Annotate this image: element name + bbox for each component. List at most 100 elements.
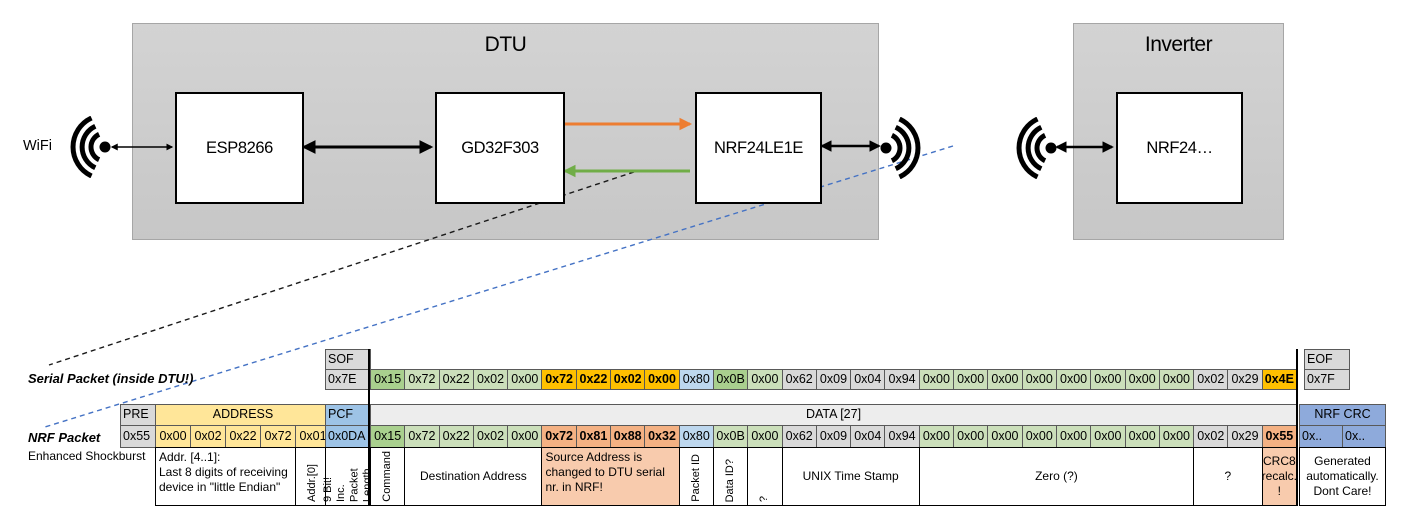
nrf-byte-cell: 0x02 <box>1193 425 1229 448</box>
nrf-byte-cell: 0x00 <box>1090 425 1126 448</box>
annotation-rotated-text: 9 Bit! Inc. Packet Length <box>321 468 374 502</box>
serial-packet-label: Serial Packet (inside DTU!) <box>28 371 194 386</box>
nrf-byte-cell: 0x0B <box>712 425 749 448</box>
wifi-label: WiFi <box>23 138 52 154</box>
serial-byte-cell: 0x94 <box>884 369 920 390</box>
nrf-byte-cell: 0x55 <box>1261 425 1297 448</box>
annotation-rotated-text: Data ID? <box>724 458 736 502</box>
pre-header: PRE <box>120 404 156 426</box>
serial-byte-cell: 0x04 <box>850 369 886 390</box>
serial-byte-cell: 0x80 <box>678 369 714 390</box>
chip-esp8266-label: ESP8266 <box>206 138 273 157</box>
data-span-connector-right <box>1295 349 1298 506</box>
annotation-rotated-text: Packet ID <box>689 454 702 502</box>
wifi-icon-inverter <box>1016 117 1057 179</box>
serial-byte-cell: 0x22 <box>575 369 612 390</box>
nrf-byte-cell: 0x22 <box>438 425 474 448</box>
nrf-byte-cell: 0x72 <box>404 425 440 448</box>
chip-esp8266: ESP8266 <box>175 92 304 204</box>
address-byte-cell: 0x01 <box>295 425 331 448</box>
nrf-byte-cell: 0x94 <box>884 425 920 448</box>
nrf-byte-cell: 0x00 <box>1055 425 1092 448</box>
nrf-byte-cell: 0x00 <box>1021 425 1057 448</box>
serial-byte-cell: 0x02 <box>610 369 646 390</box>
blue-dashed-nrf-map-line <box>44 145 954 428</box>
annotation-cell: Data ID? <box>712 447 749 506</box>
nrf-byte-cell: 0x09 <box>815 425 852 448</box>
serial-byte-cell: 0x00 <box>1021 369 1057 390</box>
black-dashed-serial-map-line <box>48 171 635 366</box>
annotation-cell: Addr. [4..1]: Last 8 digits of receiving… <box>155 447 296 506</box>
serial-byte-cell: 0x22 <box>438 369 474 390</box>
serial-byte-cell: 0x00 <box>747 369 783 390</box>
data-header: DATA [27] <box>370 404 1297 426</box>
annotation-cell: Destination Address <box>404 447 543 506</box>
serial-byte-cell: 0x00 <box>1124 369 1160 390</box>
dtu-title: DTU <box>484 33 527 56</box>
enhanced-shockburst-label: Enhanced Shockburst <box>28 449 146 463</box>
chip-gd32f303: GD32F303 <box>435 92 565 204</box>
serial-byte-cell: 0x00 <box>987 369 1023 390</box>
chip-inverter-nrf24-label: NRF24… <box>1146 138 1213 157</box>
chip-nrf24le1e: NRF24LE1E <box>695 92 822 204</box>
serial-byte-cell: 0x62 <box>781 369 817 390</box>
serial-byte-cell: 0x0B <box>712 369 749 390</box>
nrf-byte-cell: 0x00 <box>1158 425 1195 448</box>
nrf-byte-cell: 0x29 <box>1227 425 1263 448</box>
annotation-cell: Zero (?) <box>918 447 1195 506</box>
annotation-cell: Source Address is changed to DTU serial … <box>541 447 680 506</box>
nrf-byte-cell: 0x00 <box>953 425 989 448</box>
nrf-crc-byte-cell: 0x.. <box>1342 425 1386 448</box>
serial-byte-cell: 0x02 <box>1193 369 1229 390</box>
eof-byte: 0x7F <box>1304 369 1350 390</box>
nrf-packet-label: NRF Packet <box>28 430 101 445</box>
annotation-cell: ? <box>747 447 783 506</box>
annotation-cell: Generated automatically. Dont Care! <box>1299 447 1386 506</box>
serial-byte-cell: 0x00 <box>644 369 680 390</box>
chip-gd32f303-label: GD32F303 <box>461 138 539 157</box>
wifi-icon-nrf24le1e <box>880 117 921 179</box>
nrf-byte-cell: 0x62 <box>781 425 817 448</box>
nrf-byte-cell: 0x00 <box>747 425 783 448</box>
serial-byte-cell: 0x00 <box>953 369 989 390</box>
wifi-icon-esp8266 <box>70 116 111 178</box>
serial-byte-cell: 0x09 <box>815 369 852 390</box>
nrf-byte-cell: 0x88 <box>610 425 646 448</box>
annotation-rotated-text: Command <box>381 451 394 502</box>
pre-byte: 0x55 <box>120 425 156 448</box>
serial-byte-cell: 0x00 <box>1055 369 1092 390</box>
nrf-byte-cell: 0x15 <box>370 425 406 448</box>
eof-header: EOF <box>1304 349 1350 370</box>
nrf-byte-cell: 0x00 <box>918 425 955 448</box>
nrf-byte-cell: 0x32 <box>644 425 680 448</box>
inverter-title: Inverter <box>1144 33 1213 56</box>
nrf-crc-byte-cell: 0x.. <box>1299 425 1343 448</box>
annotation-cell: UNIX Time Stamp <box>781 447 920 506</box>
annotation-cell: ? <box>1193 447 1263 506</box>
annotation-cell: Command <box>370 447 406 506</box>
serial-byte-cell: 0x02 <box>472 369 509 390</box>
serial-byte-cell: 0x00 <box>507 369 543 390</box>
annotation-cell: CRC8 recalc. ! <box>1262 447 1297 506</box>
address-byte-cell: 0x72 <box>260 425 296 448</box>
nrf-byte-cell: 0x04 <box>850 425 886 448</box>
serial-byte-cell: 0x4E <box>1261 369 1297 390</box>
address-header: ADDRESS <box>155 404 331 426</box>
nrf-byte-cell: 0x00 <box>987 425 1023 448</box>
chip-inverter-nrf24: NRF24… <box>1116 92 1243 204</box>
pcf-byte: 0x0DA <box>325 425 371 448</box>
serial-byte-cell: 0x29 <box>1227 369 1263 390</box>
annotation-cell: Packet ID <box>678 447 714 506</box>
annotation-cell: 9 Bit! Inc. Packet Length <box>322 447 373 506</box>
nrf-byte-cell: 0x00 <box>507 425 543 448</box>
serial-byte-cell: 0x00 <box>1158 369 1195 390</box>
serial-byte-cell: 0x00 <box>1090 369 1126 390</box>
address-byte-cell: 0x00 <box>155 425 191 448</box>
serial-byte-cell: 0x72 <box>404 369 440 390</box>
nrf-crc-header: NRF CRC <box>1299 404 1386 426</box>
sof-byte: 0x7E <box>325 369 371 390</box>
address-byte-cell: 0x02 <box>190 425 226 448</box>
nrf-byte-cell: 0x72 <box>541 425 577 448</box>
